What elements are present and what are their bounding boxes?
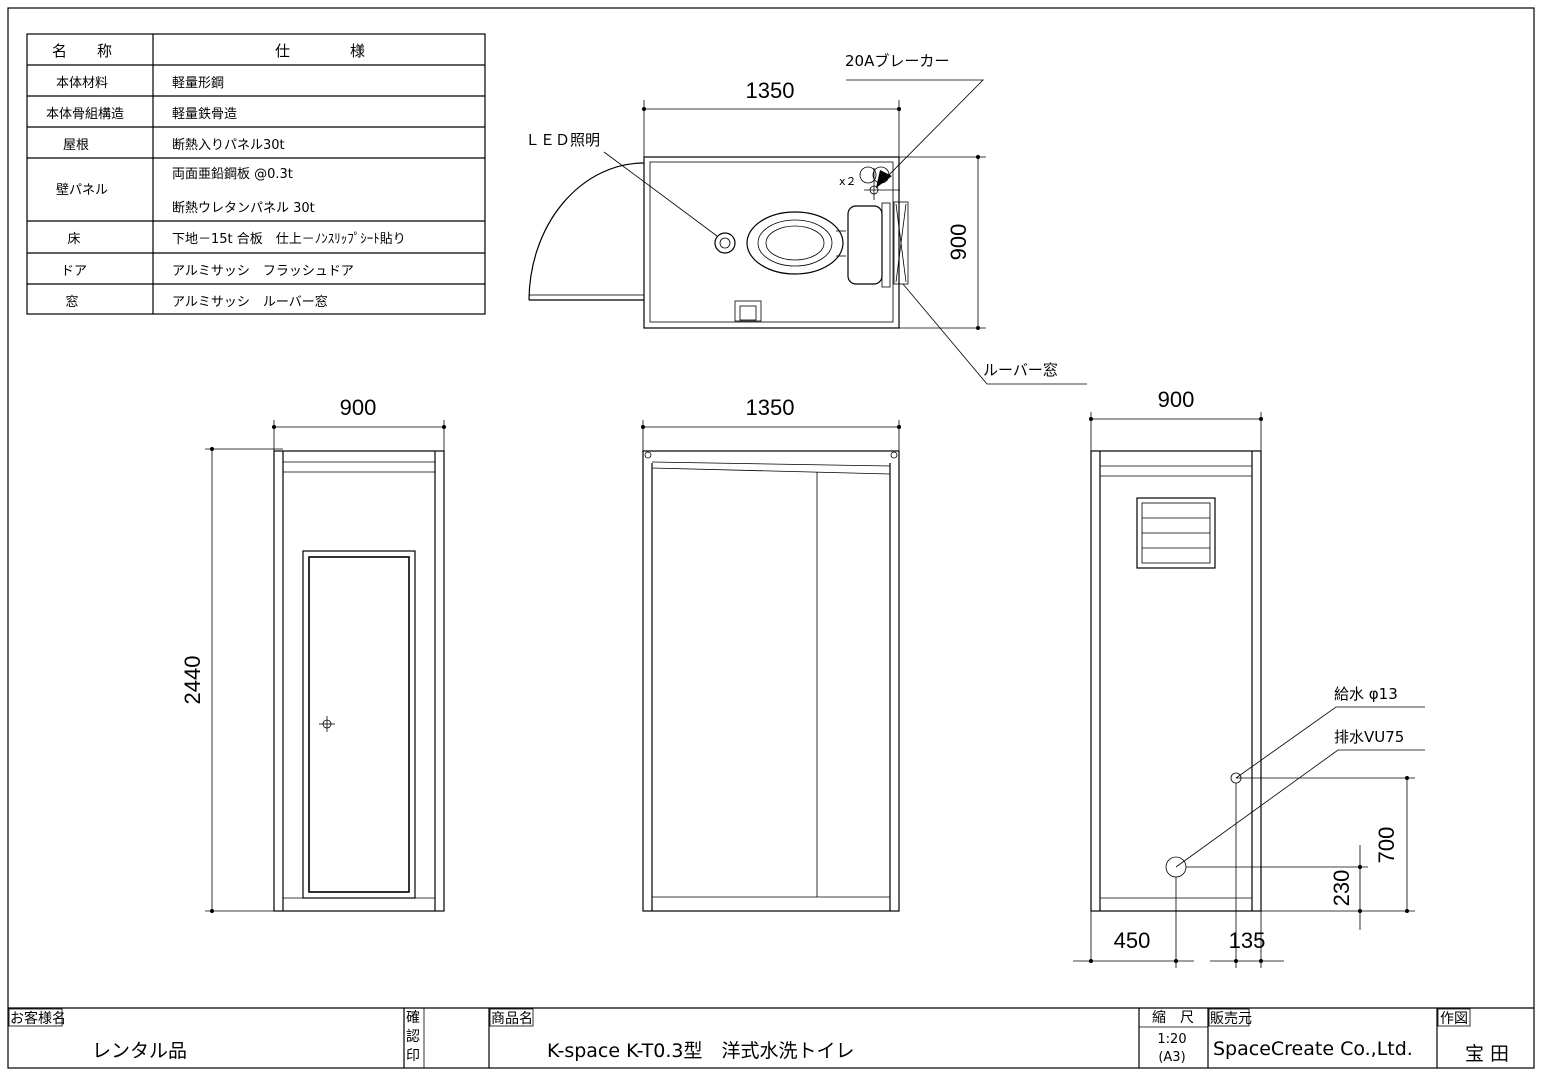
back-elevation: 給水 φ13 排水VU75 900 700 230 450 135 [1073,387,1425,968]
scale-label: 縮 尺 [1152,1010,1194,1026]
seller-value: SpaceCreate Co.,Ltd. [1213,1038,1413,1060]
title-block: お客様名 レンタル品 確 認 印 商品名 K-space K-T0.3型 洋式水… [8,1007,1534,1068]
led-label: ＬＥＤ照明 [525,131,600,149]
breaker-count: x２ [839,175,857,188]
row-name: 窓 [65,294,78,310]
drawn-label: 作図 [1440,1011,1468,1027]
front-height-dim: 2440 [180,656,205,705]
row-spec: アルミサッシ フラッシュドア [172,264,354,279]
row-spec: 断熱入りパネル30t [172,138,285,153]
door-swing-arc [528,162,645,301]
row-name: 屋根 [63,138,89,153]
drawn-value: 宝 田 [1465,1043,1509,1065]
front-width-dim: 900 [340,395,377,420]
drain-label: 排水VU75 [1334,728,1404,746]
toilet-icon [746,202,891,288]
confirm-label-3: 印 [406,1048,420,1064]
front-door [302,550,416,899]
row-name: 壁パネル [56,183,108,198]
louver-window-icon [1136,497,1216,569]
row-name: 床 [67,232,80,247]
plan-outline [643,156,900,329]
dim-700: 700 [1374,827,1399,864]
plan-depth-dim: 900 [946,224,971,261]
floor-drain-icon [734,300,762,322]
row-spec: 軽量形鋼 [172,76,224,91]
spec-table: 名 称 仕 様 本体材料 軽量形鋼 本体骨組構造 軽量鉄骨造 屋根 断熱入りパネ… [26,33,486,315]
plan-width-dim: 1350 [746,78,795,103]
dim-450: 450 [1114,928,1151,953]
sheet-border [7,7,1535,1069]
product-value: K-space K-T0.3型 洋式水洗トイレ [547,1040,855,1062]
supply-label: 給水 φ13 [1334,685,1398,703]
scale-value: 1:20 [1157,1032,1186,1047]
customer-value: レンタル品 [92,1040,187,1062]
louver-window-plan [893,201,909,285]
dim-230: 230 [1329,870,1354,907]
back-width-dim: 900 [1158,387,1195,412]
confirm-label-2: 認 [406,1029,420,1045]
row-spec: 軽量鉄骨造 [172,107,237,122]
dim-135: 135 [1229,928,1266,953]
breaker-label: 20Aブレーカー [845,52,949,70]
table-header-name: 名 称 [52,42,112,60]
plan-view: ＬＥＤ照明 x２ 20Aブレーカー ル [525,52,1087,385]
table-header-spec: 仕 様 [275,42,365,60]
row-name: 本体骨組構造 [46,107,124,122]
led-light-icon [714,232,736,254]
row-spec: 断熱ウレタンパネル 30t [172,201,315,216]
front-elevation: 900 2440 [180,395,446,913]
row-name: 本体材料 [56,76,108,91]
side-width-dim: 1350 [746,395,795,420]
paper-size: (A3) [1158,1050,1185,1065]
row-name: ドア [61,264,87,279]
side-elevation: 1350 [641,395,901,912]
louver-label: ルーバー窓 [983,361,1058,379]
row-spec: アルミサッシ ルーバー窓 [172,294,328,310]
customer-label: お客様名 [10,1010,66,1027]
product-label: 商品名 [491,1011,533,1027]
seller-label: 販売元 [1210,1011,1252,1027]
row-spec: 両面亜鉛鋼板 @0.3t [172,167,293,182]
confirm-label-1: 確 [406,1010,420,1026]
row-spec: 下地－15t 合板 仕上－ﾉﾝｽﾘｯﾌﾟｼｰﾄ貼り [172,232,406,247]
